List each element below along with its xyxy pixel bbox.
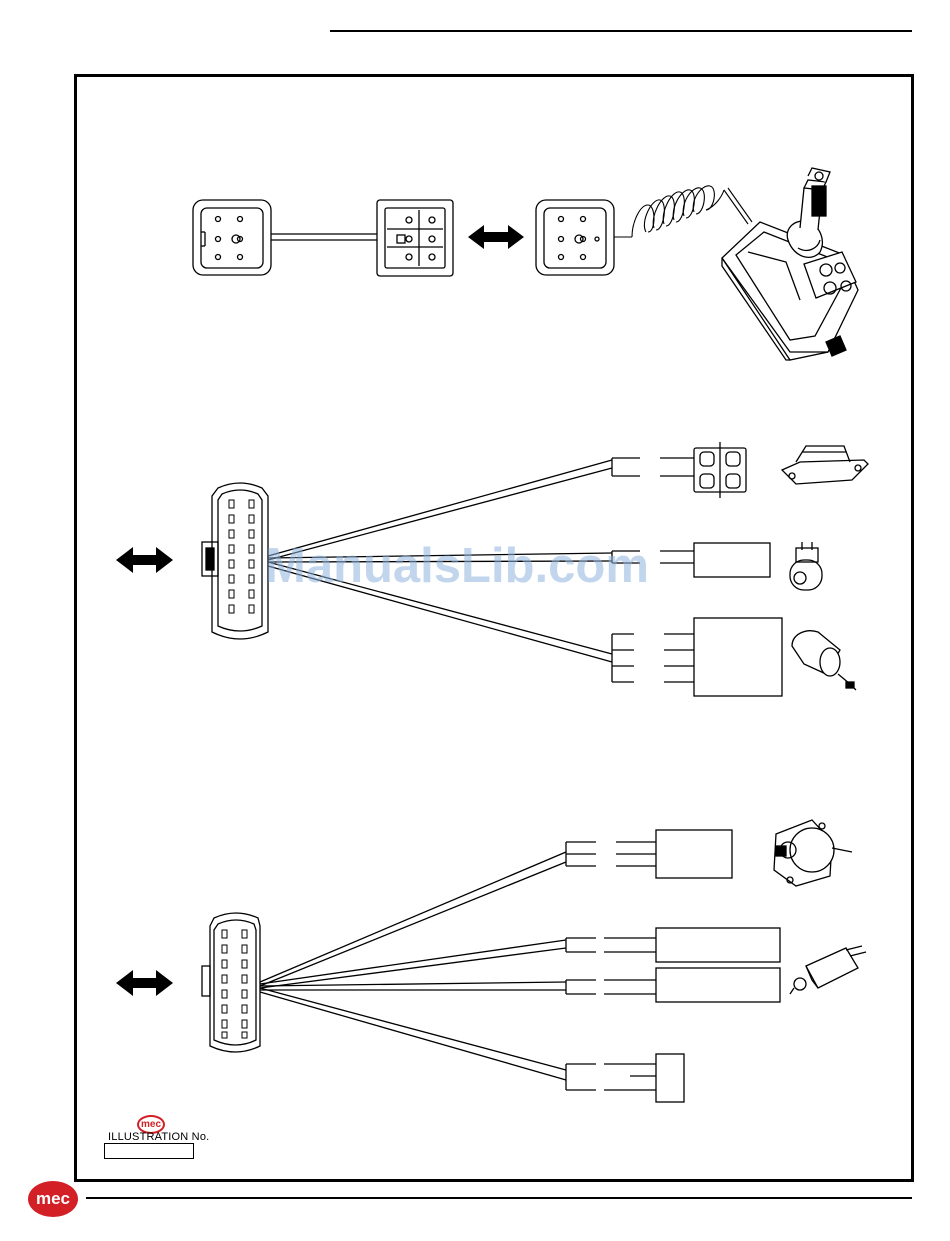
double-arrow-icon-2 [116, 547, 173, 573]
branch-5-connector [566, 928, 780, 962]
sixteen-pin-connector-3 [202, 913, 260, 1052]
branch-7-connector [566, 1054, 684, 1102]
deutsch-connector-right [536, 200, 614, 275]
branch-6-connector [566, 968, 780, 1002]
sixteen-pin-connector-2 [202, 483, 268, 639]
deutsch-connector-left [193, 200, 271, 275]
section-1-joystick-harness [193, 168, 858, 360]
branch-1-connector [612, 442, 746, 498]
branch-3-connector [612, 618, 782, 696]
solenoid-coil-icon [790, 542, 822, 590]
double-arrow-icon-3 [116, 970, 173, 996]
double-arrow-icon-1 [468, 225, 524, 249]
mating-connector-middle [377, 200, 453, 276]
illustration-number-box [104, 1143, 194, 1159]
coiled-cable [614, 186, 752, 237]
footer-rule [86, 1197, 912, 1199]
plunger-switch-icon [790, 946, 866, 994]
limit-switch-icon [782, 446, 868, 484]
section-3-harness [116, 820, 866, 1102]
rotary-sensor-icon [774, 820, 852, 886]
branch-4-connector [566, 830, 732, 878]
actuator-motor-icon [792, 631, 856, 690]
watermark-text: ManualsLib.com [265, 538, 649, 594]
joystick-controller-icon [722, 168, 858, 360]
illustration-number-label: ILLUSTRATION No. [108, 1131, 209, 1143]
footer-mec-logo: mec [28, 1181, 78, 1217]
